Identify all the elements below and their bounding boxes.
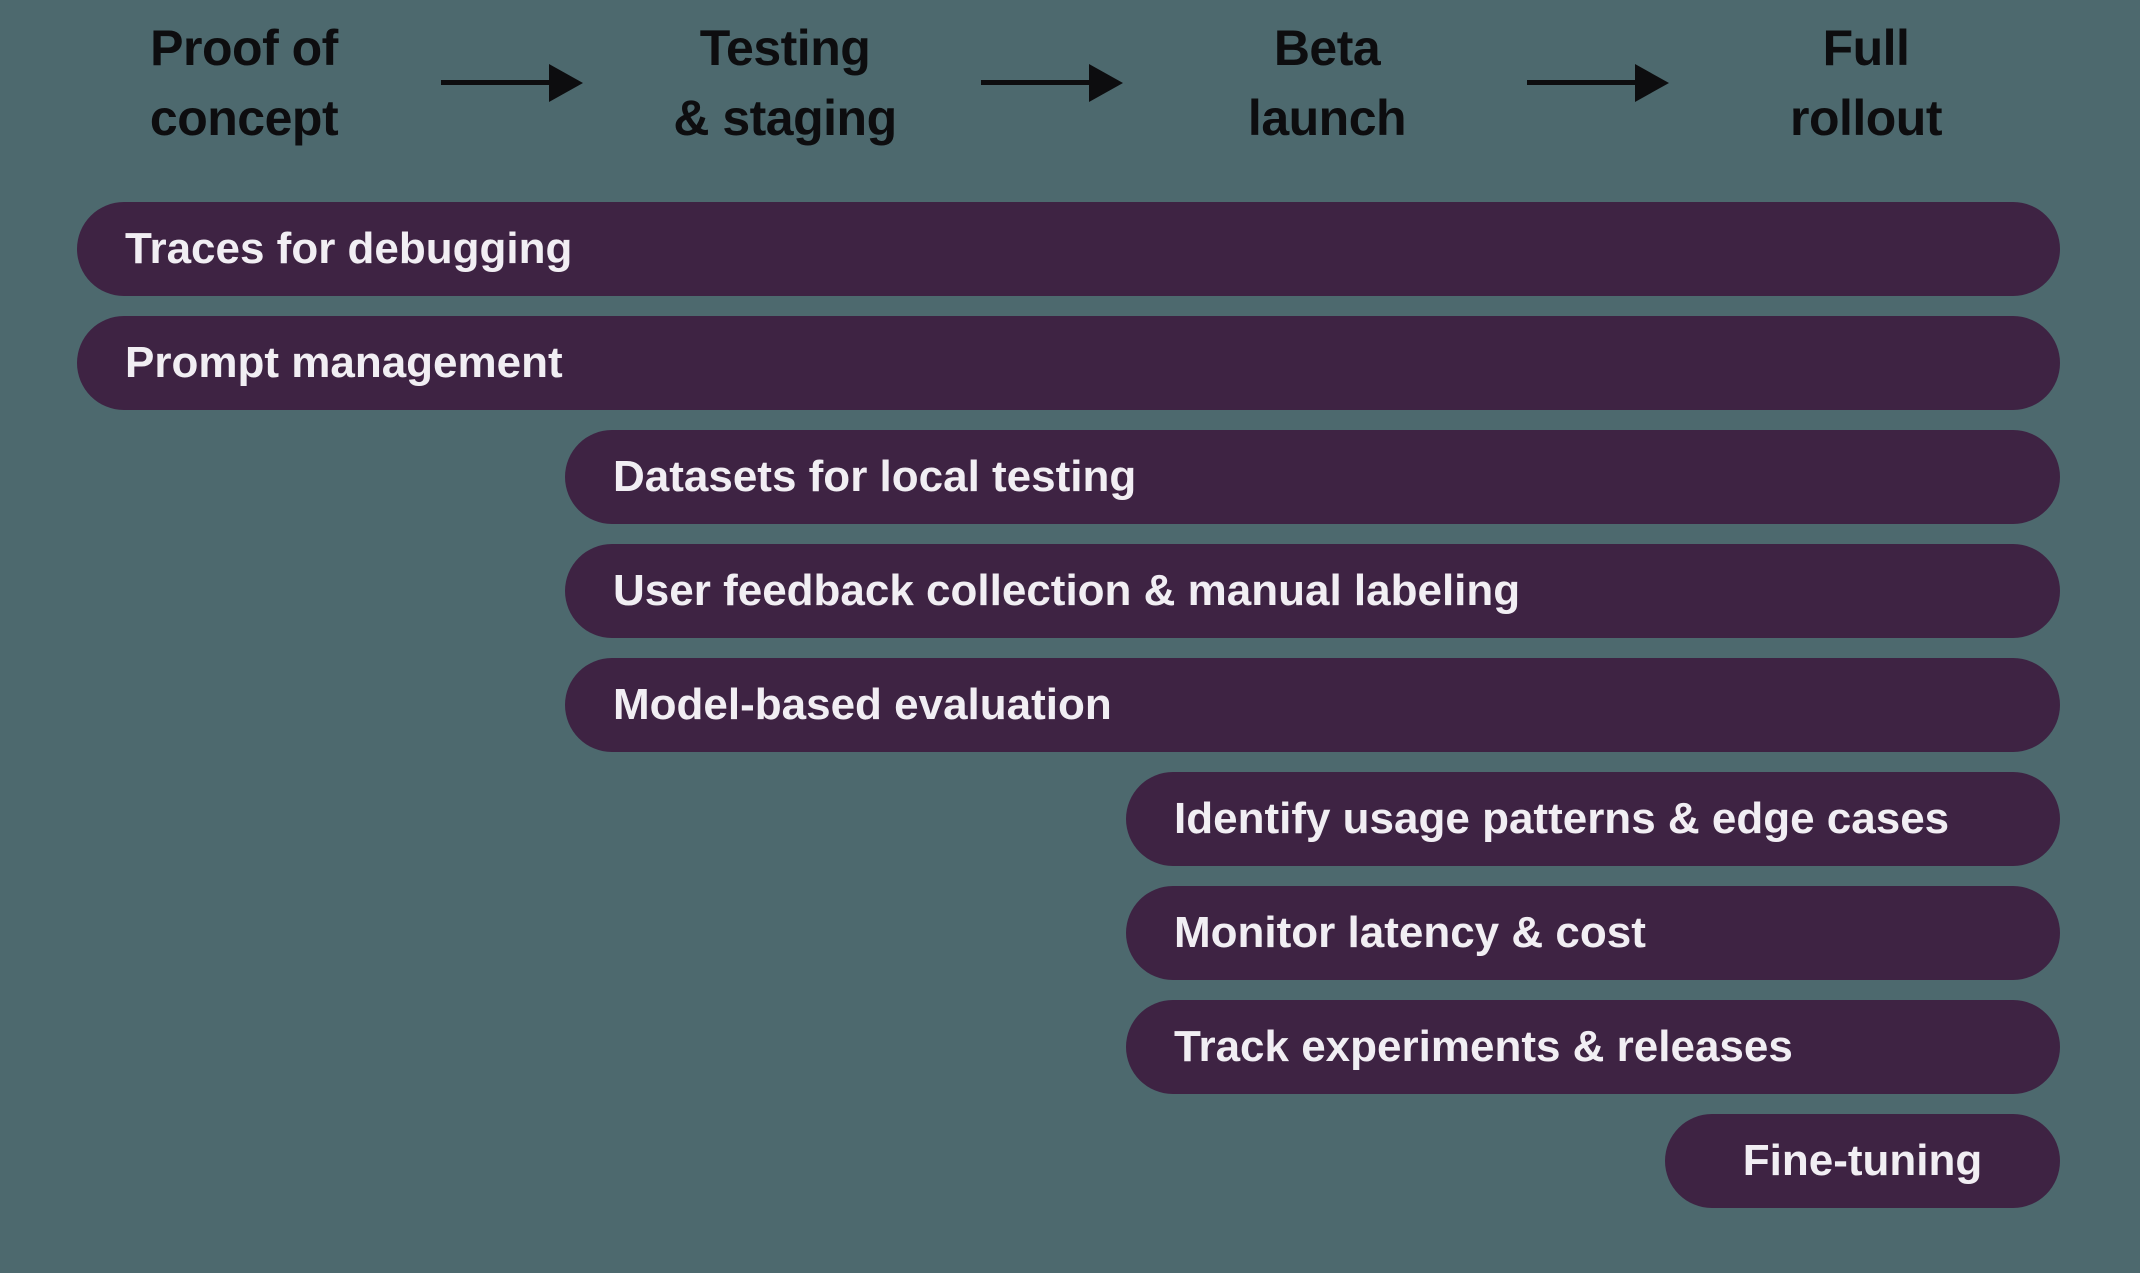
- bar-traces-for-debugging: Traces for debugging: [77, 202, 2060, 296]
- stage-testing-staging: Testing & staging: [673, 20, 897, 146]
- flow-arrow-icon: [981, 80, 1089, 85]
- bar-model-based-evaluation: Model-based evaluation: [565, 658, 2060, 752]
- stage-proof-of-concept: Proof of concept: [149, 20, 339, 146]
- bar-identify-usage-patterns: Identify usage patterns & edge cases: [1126, 772, 2060, 866]
- flow-arrow-icon: [1527, 80, 1635, 85]
- bar-track-experiments-releases: Track experiments & releases: [1126, 1000, 2060, 1094]
- bar-user-feedback-collection: User feedback collection & manual labeli…: [565, 544, 2060, 638]
- bar-prompt-management: Prompt management: [77, 316, 2060, 410]
- flow-arrow-icon: [441, 80, 549, 85]
- stage-full-rollout: Full rollout: [1789, 20, 1943, 146]
- bar-datasets-for-local-testing: Datasets for local testing: [565, 430, 2060, 524]
- stage-beta-launch: Beta launch: [1247, 20, 1407, 146]
- bar-fine-tuning: Fine-tuning: [1665, 1114, 2060, 1208]
- bar-monitor-latency-cost: Monitor latency & cost: [1126, 886, 2060, 980]
